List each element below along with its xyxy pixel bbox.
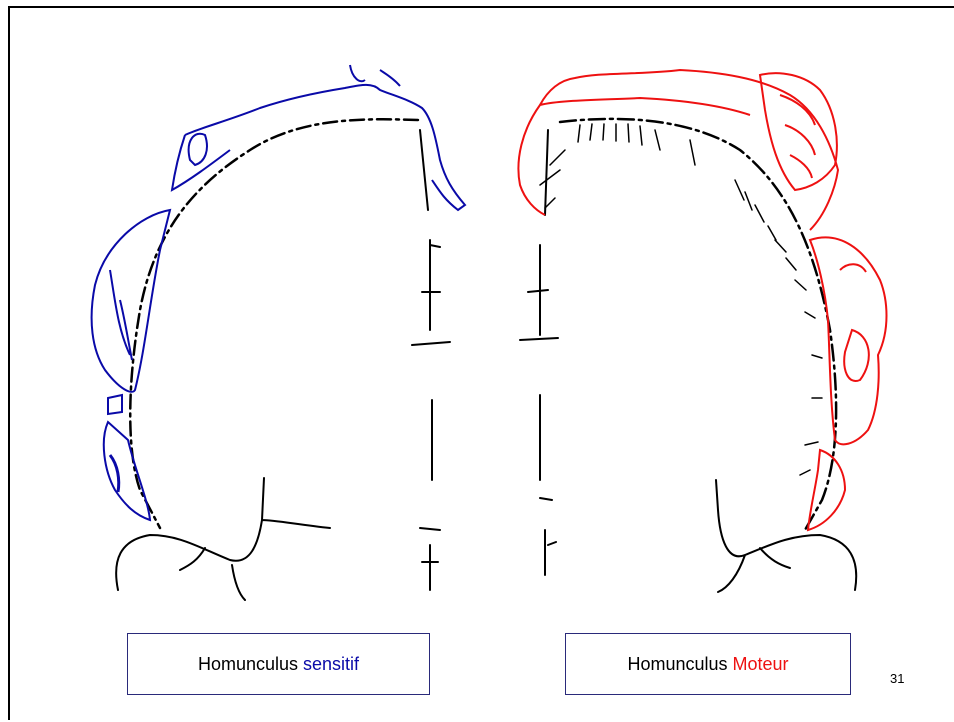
caption-sensory-highlight: sensitif	[303, 654, 359, 675]
caption-motor: Homunculus Moteur	[565, 633, 851, 695]
caption-motor-prefix: Homunculus	[627, 654, 727, 675]
motor-ticks	[540, 124, 822, 475]
caption-sensory: Homunculussensitif	[127, 633, 430, 695]
caption-motor-highlight: Moteur	[733, 654, 789, 675]
sensory-homunculus	[92, 65, 465, 520]
right-temporal-lobe	[716, 480, 856, 592]
sensory-face	[92, 210, 170, 392]
page-number: 31	[890, 671, 904, 686]
left-midline	[420, 130, 432, 590]
sensory-tongue	[110, 455, 119, 492]
motor-body	[518, 70, 838, 230]
right-midline	[540, 130, 548, 575]
sensory-head-hand	[189, 65, 400, 165]
right-cortex-outline	[560, 119, 836, 530]
motor-mouth	[840, 264, 869, 381]
caption-sensory-prefix: Homunculus	[198, 654, 298, 675]
right-hemisphere	[520, 119, 856, 592]
left-temporal-lobe	[116, 478, 330, 600]
sensory-mouth	[110, 270, 132, 360]
left-hemisphere	[116, 119, 450, 600]
motor-hand	[760, 73, 837, 190]
